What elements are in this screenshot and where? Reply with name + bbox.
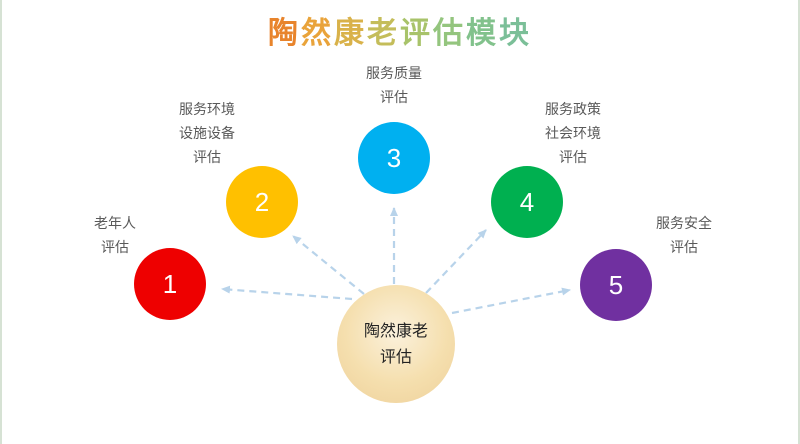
node-2-circle: 2: [226, 166, 298, 238]
node-5-number: 5: [608, 269, 624, 300]
node-5-circle: 5: [580, 249, 652, 321]
center-hub: 陶然康老 评估: [337, 285, 455, 403]
frame-right-border: [798, 0, 800, 444]
node-4-label-line: 社会环境: [545, 126, 601, 142]
node-2-label-line: 设施设备: [179, 126, 235, 142]
title-char: 然: [301, 16, 334, 51]
node-4-label-line: 服务政策: [545, 102, 601, 118]
node-1-label-line: 评估: [101, 240, 129, 256]
title-char: 陶: [268, 16, 301, 51]
node-5-label-line: 服务安全: [656, 216, 712, 232]
node-4-circle: 4: [491, 166, 563, 238]
node-1-circle: 1: [134, 248, 206, 320]
node-3-label-line: 服务质量: [366, 66, 422, 82]
node-4-label: 服务政策 社会环境 评估: [530, 98, 616, 170]
title-char: 康: [334, 16, 367, 51]
arrow-to-node-1: [221, 285, 353, 301]
node-2-number: 2: [254, 186, 270, 217]
title-char: 模: [466, 16, 499, 51]
node-2-label-line: 服务环境: [179, 102, 235, 118]
node-1-label: 老年人 评估: [80, 212, 150, 260]
node-2-label-line: 评估: [193, 150, 221, 166]
node-3-circle: 3: [358, 122, 430, 194]
title-char: 估: [433, 16, 466, 51]
frame-left-border: [0, 0, 2, 444]
arrow-to-node-2: [292, 235, 365, 295]
node-3-number: 3: [386, 142, 402, 173]
center-hub-line2: 评估: [379, 347, 412, 366]
page-title: 陶然康老评估模块: [0, 12, 800, 56]
title-char: 老: [367, 16, 400, 51]
arrow-to-node-4: [425, 229, 487, 294]
node-2-label: 服务环境 设施设备 评估: [164, 98, 250, 170]
title-char: 评: [400, 16, 433, 51]
node-5-label-line: 评估: [670, 240, 698, 256]
node-4-label-line: 评估: [559, 150, 587, 166]
node-5-label: 服务安全 评估: [644, 212, 724, 260]
title-char: 块: [499, 16, 532, 51]
node-1-label-line: 老年人: [94, 216, 136, 232]
node-3-label: 服务质量 评估: [354, 62, 434, 110]
center-hub-line1: 陶然康老: [363, 321, 428, 340]
node-4-number: 4: [519, 186, 535, 217]
node-1-number: 1: [162, 268, 178, 299]
node-3-label-line: 评估: [380, 90, 408, 106]
arrow-to-node-5: [451, 287, 571, 315]
